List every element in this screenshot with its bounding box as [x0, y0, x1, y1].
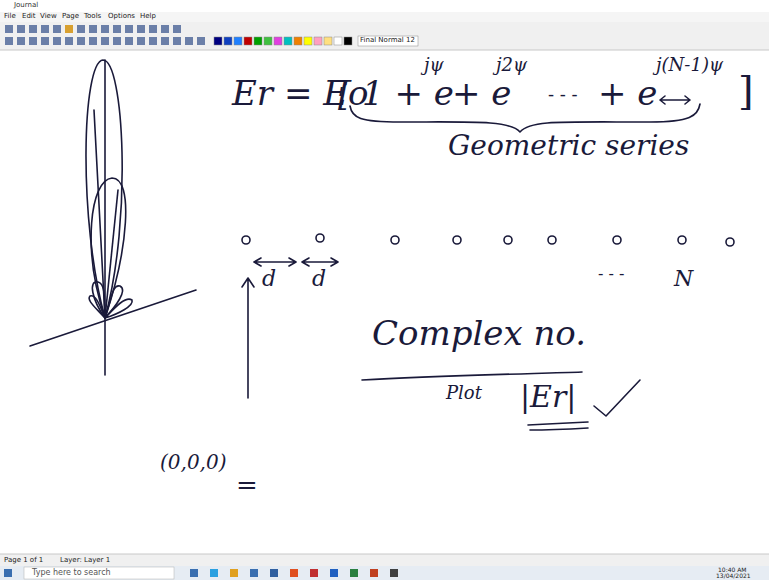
search-box: Type here to search	[32, 569, 111, 577]
handwritten-equation: + e	[452, 76, 511, 110]
spacing-label: d	[312, 268, 326, 290]
menu-item: Edit	[22, 13, 36, 20]
spacing-label: d	[262, 268, 276, 290]
handwritten-exponent: j(N-1)ψ	[656, 56, 723, 74]
menu-item: Page	[62, 13, 79, 20]
menu-item: File	[4, 13, 16, 20]
handwritten-ellipsis: - - -	[548, 86, 578, 104]
menu-item: Help	[140, 13, 156, 20]
status-text: Layer: Layer 1	[60, 557, 110, 564]
handwritten-mark: =	[236, 472, 258, 498]
handwritten-note: Geometric series	[448, 132, 689, 160]
clock-date: 13/04/2021	[716, 573, 751, 579]
menu-item: View	[40, 13, 57, 20]
pen-name: Final Normal	[360, 37, 404, 44]
handwritten-note: |Er|	[520, 382, 576, 412]
menu-item: Options	[108, 13, 135, 20]
handwritten-ellipsis: - - -	[598, 266, 624, 282]
handwritten-note: Plot	[446, 384, 482, 402]
pen-size: 12	[406, 37, 415, 44]
handwritten-equation: + e	[598, 76, 657, 110]
status-text: Page 1 of 1	[4, 557, 43, 564]
handwritten-bracket: ]	[738, 70, 754, 110]
handwritten-equation: [ 1 + e	[338, 76, 454, 110]
handwritten-exponent: j2ψ	[496, 56, 527, 74]
handwritten-exponent: jψ	[424, 56, 444, 74]
origin-label: (0,0,0)	[160, 452, 227, 472]
element-count: N	[674, 268, 693, 290]
window-title: Journal	[14, 2, 38, 9]
menu-item: Tools	[84, 13, 101, 20]
handwritten-note: Complex no.	[372, 316, 586, 350]
